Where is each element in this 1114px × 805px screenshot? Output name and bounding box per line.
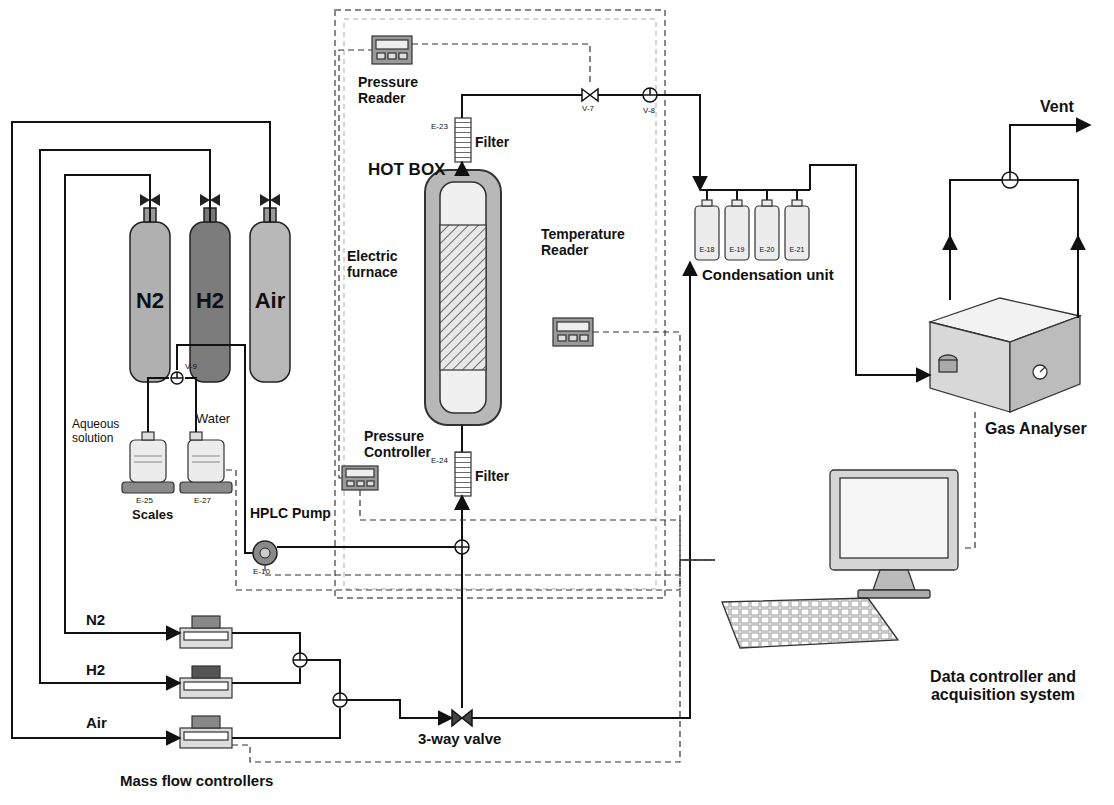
node-text: E-10 <box>253 567 270 576</box>
filter: E-24Filter <box>455 452 471 496</box>
node-text: Temperature Reader <box>541 226 651 258</box>
edge-label: Air <box>84 714 109 731</box>
gas-analyser-symbol <box>930 298 1080 412</box>
pipe-line <box>462 95 700 190</box>
pump-symbol <box>253 541 277 565</box>
node-text: E-19 <box>725 246 749 254</box>
three-way-valve: 3-way valve <box>452 708 472 728</box>
hplc-pump: HPLC PumpE-10 <box>253 541 277 565</box>
condensation-bottle <box>695 200 809 260</box>
filter: E-23Filter <box>455 118 471 162</box>
node-text: Air <box>250 288 290 313</box>
pipe-line <box>40 150 210 683</box>
node-text: Filter <box>475 468 509 484</box>
vent-line <box>950 180 1078 318</box>
computer: Data controller and acquisition system <box>715 468 965 650</box>
pipe-line <box>472 262 690 718</box>
furnace-symbol <box>425 170 501 425</box>
hot-box-inner-outline <box>344 19 656 589</box>
signal-line <box>965 412 975 548</box>
condensation-unit: Condensation unitE-18E-19E-20E-21 <box>688 190 815 262</box>
gas-analyser: Gas Analyser <box>930 298 1080 412</box>
edge-label: H2 <box>84 661 107 678</box>
node-text: 3-way valve <box>418 730 501 747</box>
node-text: E-25 <box>136 496 153 505</box>
hot-box-outline <box>335 10 665 598</box>
node-text: Gas Analyser <box>985 420 1087 438</box>
node-text: N2 <box>130 288 170 313</box>
electric-furnace: Electric furnace <box>425 170 501 425</box>
gas-line <box>232 668 340 738</box>
scales-label: Scales <box>132 508 173 523</box>
valve-tag: V-7 <box>582 104 594 113</box>
filter-symbol <box>455 118 471 162</box>
signal-line <box>412 44 590 86</box>
pressure-controller: Pressure Controller <box>342 466 378 490</box>
signal-line <box>265 560 715 575</box>
node-text: E-18 <box>695 246 719 254</box>
node-text: E-27 <box>194 496 211 505</box>
signal-line <box>232 560 715 762</box>
pressure-reader: Pressure Reader <box>372 36 412 64</box>
pipe-line <box>12 122 270 738</box>
flow-arrow <box>949 236 951 250</box>
node-text: HOT BOX <box>368 160 445 180</box>
gas-cylinder <box>130 208 290 382</box>
valve-tag: V-9 <box>185 362 197 371</box>
node-text: Pressure Reader <box>358 74 433 106</box>
pipe-line <box>65 175 180 633</box>
condensation-bottle: E-18 <box>695 206 719 260</box>
pipe-line <box>461 425 463 452</box>
signal-line <box>360 490 715 560</box>
node-text: H2 <box>190 288 230 313</box>
node-text: Condensation unit <box>702 266 834 283</box>
mass-flow-controllers: Mass flow controllers <box>180 616 232 750</box>
node-text: E-20 <box>755 246 779 254</box>
water-bottle: WaterE-27 <box>186 432 226 482</box>
condensation-bottle: E-21 <box>785 206 809 260</box>
node-text: Mass flow controllers <box>120 772 273 789</box>
node-text: Data controller and acquisition system <box>898 668 1108 705</box>
valve-symbol <box>293 88 1018 726</box>
gas-cylinder: Air <box>250 222 290 382</box>
pipe-line <box>232 633 452 718</box>
node-text: E-21 <box>785 246 809 254</box>
aqueous-bottle: Aqueous solutionE-25 <box>128 432 168 482</box>
reader-device <box>342 36 593 490</box>
flow-arrow <box>1077 236 1079 250</box>
temperature-reader: Temperature Reader <box>553 318 593 346</box>
valve-symbol <box>171 372 183 384</box>
hot-box: HOT BOXPressure ReaderE-23FilterElectric… <box>335 10 665 598</box>
pipe-line <box>461 162 463 170</box>
node-text: E-24 <box>431 456 448 465</box>
node-text: Filter <box>475 134 509 150</box>
valve-tag: V-8 <box>643 106 655 115</box>
gas-cylinder: H2 <box>190 222 230 382</box>
condensation-bottle: E-20 <box>755 206 779 260</box>
vent-line <box>1010 125 1090 172</box>
node-text: Pressure Controller <box>364 428 444 460</box>
node-text: Water <box>196 412 230 427</box>
condensation-bottle: E-19 <box>725 206 749 260</box>
manifold-line <box>700 190 810 200</box>
gas-cylinder: N2 <box>130 222 170 382</box>
signal-line <box>593 332 715 560</box>
node-text: HPLC Pump <box>250 505 331 521</box>
cylinder-valve <box>140 194 280 206</box>
mass-flow-controller <box>180 616 232 748</box>
node-text: Electric furnace <box>347 248 419 280</box>
computer-symbol <box>722 470 958 648</box>
pipe-line <box>277 496 462 547</box>
node-text: E-23 <box>431 122 448 131</box>
scale-bottles <box>122 432 232 493</box>
edge-label: N2 <box>84 611 107 628</box>
node-text: Aqueous solution <box>72 418 122 446</box>
filter-symbol <box>455 452 471 496</box>
vent-label: Vent <box>1040 98 1074 116</box>
signal-line <box>226 470 715 590</box>
